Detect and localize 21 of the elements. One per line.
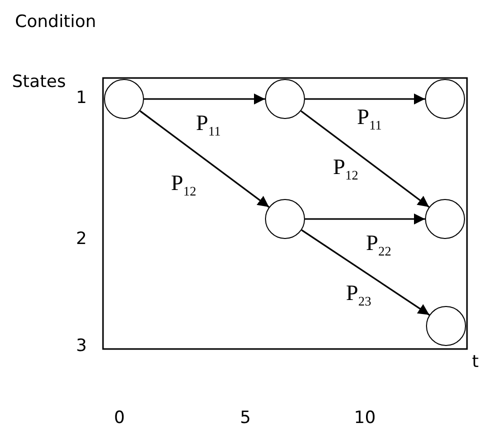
arrow — [144, 93, 265, 105]
axis-tick-label: 2 — [76, 231, 87, 248]
axis-title: States — [12, 74, 66, 91]
state-circle — [265, 79, 305, 119]
state-circle — [425, 79, 465, 119]
arrow — [300, 110, 430, 208]
axis-tick-label: 3 — [76, 338, 87, 355]
axis-tick-label: 1 — [76, 90, 87, 107]
axis-tick-label: 0 — [114, 410, 125, 427]
state-circle — [426, 306, 466, 346]
axis-tick-label: 10 — [354, 410, 376, 427]
axis-title: Condition — [15, 14, 96, 31]
state-circle — [425, 199, 465, 239]
arrow — [305, 93, 425, 105]
axis-tick-label: 5 — [240, 410, 251, 427]
state-circle — [265, 199, 305, 239]
arrow — [305, 213, 425, 225]
axis-tick-label: t — [472, 354, 479, 371]
state-circle — [104, 79, 144, 119]
arrow — [140, 110, 270, 208]
arrow — [301, 229, 430, 316]
